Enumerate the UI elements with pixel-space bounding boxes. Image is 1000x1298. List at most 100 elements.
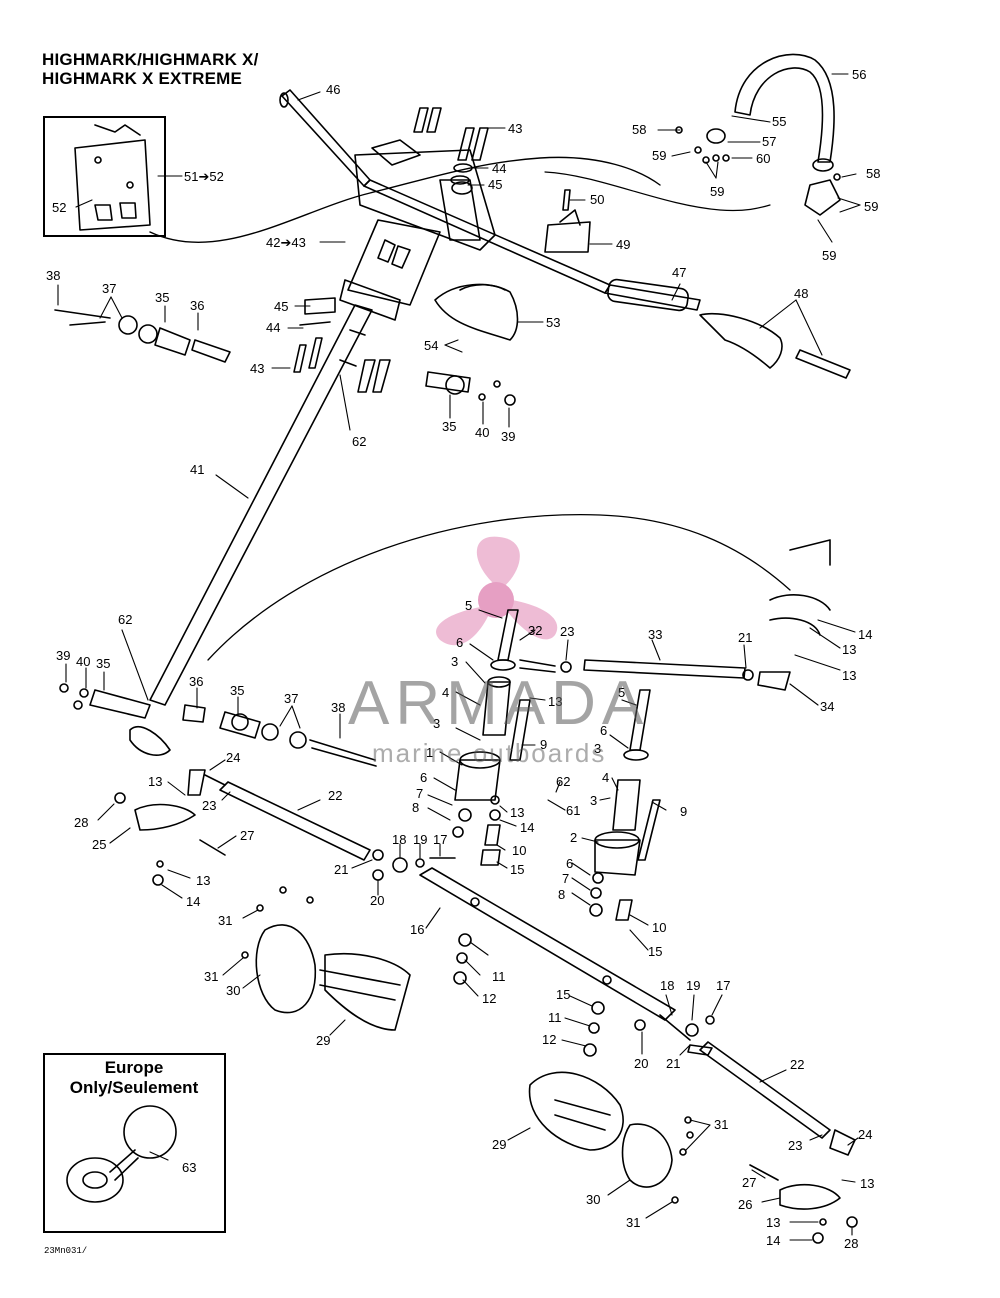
steering-post-right bbox=[589, 689, 661, 921]
callout-62: 62 bbox=[352, 434, 366, 449]
callout-7: 7 bbox=[562, 871, 569, 886]
inset-plate-illustration bbox=[74, 124, 151, 231]
callout-6: 6 bbox=[600, 723, 607, 738]
callout-19: 19 bbox=[413, 832, 427, 847]
callout-60: 60 bbox=[756, 151, 770, 166]
callout-13: 13 bbox=[196, 873, 210, 888]
callout-36: 36 bbox=[189, 674, 203, 689]
callout-27: 27 bbox=[742, 1175, 756, 1190]
callout-53: 53 bbox=[546, 315, 560, 330]
callout-3: 3 bbox=[433, 716, 440, 731]
callout-12: 12 bbox=[542, 1032, 556, 1047]
callout-47: 47 bbox=[672, 265, 686, 280]
cable-end-assembly-mid bbox=[425, 371, 516, 406]
throttle-lever bbox=[699, 312, 851, 379]
diagram-title-line-1: HIGHMARK/HIGHMARK X/ bbox=[42, 50, 259, 69]
callout-14: 14 bbox=[186, 894, 200, 909]
callout-58: 58 bbox=[632, 122, 646, 137]
callout-26: 26 bbox=[738, 1197, 752, 1212]
callout-10: 10 bbox=[652, 920, 666, 935]
callout-35: 35 bbox=[155, 290, 169, 305]
tether-clips bbox=[675, 126, 841, 216]
callout-4: 4 bbox=[602, 770, 609, 785]
inset-box-europe bbox=[43, 1053, 226, 1233]
callout-leader-lines bbox=[57, 73, 861, 1241]
callout-13: 13 bbox=[510, 805, 524, 820]
callout-41: 41 bbox=[190, 462, 204, 477]
callout-27: 27 bbox=[240, 828, 254, 843]
callout-39: 39 bbox=[56, 648, 70, 663]
callout-30: 30 bbox=[586, 1192, 600, 1207]
callout-56: 56 bbox=[852, 67, 866, 82]
callout-36: 36 bbox=[190, 298, 204, 313]
callout-49: 49 bbox=[616, 237, 630, 252]
column-cover bbox=[434, 283, 519, 341]
callout-25: 25 bbox=[92, 837, 106, 852]
europe-inset-title-line-2: Only/Seulement bbox=[69, 1078, 199, 1097]
riser-plate bbox=[339, 219, 441, 321]
callout-labels: 46 56 43 55 58 57 44 59 60 45 59 58 51➔5… bbox=[46, 67, 880, 1251]
callout-28: 28 bbox=[844, 1236, 858, 1251]
callout-10: 10 bbox=[512, 843, 526, 858]
callout-35: 35 bbox=[96, 656, 110, 671]
handlebar bbox=[279, 89, 701, 312]
callout-45: 45 bbox=[488, 177, 502, 192]
callout-13: 13 bbox=[548, 694, 562, 709]
callout-13: 13 bbox=[148, 774, 162, 789]
callout-31: 31 bbox=[626, 1215, 640, 1230]
callout-43: 43 bbox=[250, 361, 264, 376]
cable-end-assembly-left bbox=[54, 309, 231, 363]
lower-cable-end-assembly bbox=[59, 683, 377, 767]
callout-19: 19 bbox=[686, 978, 700, 993]
callout-23: 23 bbox=[202, 798, 216, 813]
callout-59: 59 bbox=[652, 148, 666, 163]
callout-12: 12 bbox=[482, 991, 496, 1006]
callout-1: 1 bbox=[426, 745, 433, 760]
callout-63: 63 bbox=[182, 1160, 196, 1175]
callout-13: 13 bbox=[842, 642, 856, 657]
callout-52: 52 bbox=[52, 200, 66, 215]
callout-29: 29 bbox=[316, 1033, 330, 1048]
throttle-housing bbox=[544, 189, 591, 253]
callout-39: 39 bbox=[501, 429, 515, 444]
callout-50: 50 bbox=[590, 192, 604, 207]
callout-13: 13 bbox=[860, 1176, 874, 1191]
callout-35: 35 bbox=[442, 419, 456, 434]
callout-2: 2 bbox=[570, 830, 577, 845]
tie-rod-upper bbox=[519, 539, 831, 691]
throttle-cable bbox=[149, 156, 661, 243]
callout-18: 18 bbox=[660, 978, 674, 993]
callout-17: 17 bbox=[716, 978, 730, 993]
horn-bulb-illustration bbox=[66, 1105, 177, 1203]
callout-23: 23 bbox=[560, 624, 574, 639]
callout-8: 8 bbox=[412, 800, 419, 815]
spindle-arm-right bbox=[749, 1164, 858, 1244]
callout-59: 59 bbox=[864, 199, 878, 214]
tie-rod-left bbox=[187, 769, 456, 881]
callout-3: 3 bbox=[451, 654, 458, 669]
callout-37: 37 bbox=[102, 281, 116, 296]
callout-6: 6 bbox=[420, 770, 427, 785]
callout-35: 35 bbox=[230, 683, 244, 698]
callout-33: 33 bbox=[648, 627, 662, 642]
callout-51-52: 51➔52 bbox=[184, 169, 224, 184]
callout-18: 18 bbox=[392, 832, 406, 847]
document-code: 23Mn031/ bbox=[44, 1246, 88, 1256]
callout-13: 13 bbox=[842, 668, 856, 683]
callout-61: 61 bbox=[566, 803, 580, 818]
callout-15: 15 bbox=[648, 944, 662, 959]
tie-rod-right bbox=[659, 1014, 856, 1156]
callout-6: 6 bbox=[456, 635, 463, 650]
callout-17: 17 bbox=[433, 832, 447, 847]
steering-boot-left bbox=[241, 886, 411, 1031]
callout-8: 8 bbox=[558, 887, 565, 902]
callout-15: 15 bbox=[510, 862, 524, 877]
callout-40: 40 bbox=[76, 654, 90, 669]
center-hardware bbox=[453, 795, 605, 1057]
callout-14: 14 bbox=[766, 1233, 780, 1248]
callout-13: 13 bbox=[766, 1215, 780, 1230]
callout-40: 40 bbox=[475, 425, 489, 440]
callout-31: 31 bbox=[218, 913, 232, 928]
callout-31: 31 bbox=[714, 1117, 728, 1132]
